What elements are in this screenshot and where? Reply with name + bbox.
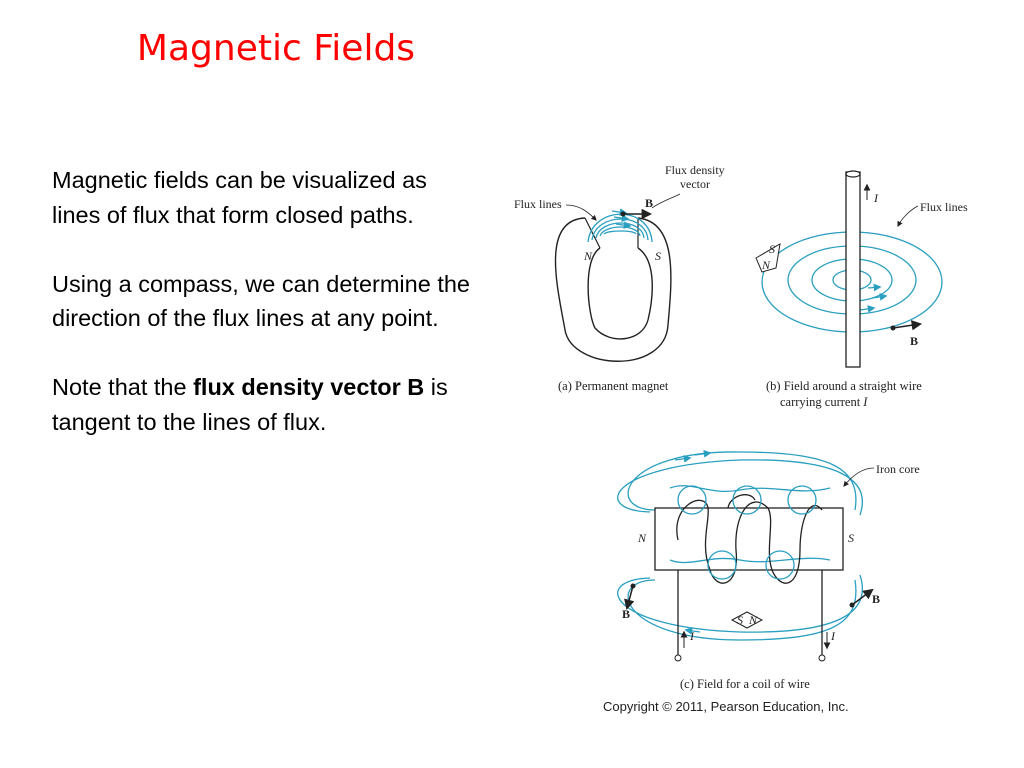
current-label-c-right: I bbox=[830, 629, 836, 643]
coil-windings bbox=[676, 494, 823, 655]
caption-b-1: (b) Field around a straight wire bbox=[766, 379, 922, 393]
flux-density-vector-b bbox=[892, 320, 923, 331]
paragraph-compass: Using a compass, we can determine the di… bbox=[52, 270, 470, 332]
caption-c: (c) Field for a coil of wire bbox=[680, 677, 810, 691]
caption-b-2: carrying current I bbox=[780, 395, 868, 409]
current-label-c-left: I bbox=[689, 629, 695, 643]
magnet-flux-lines bbox=[587, 208, 653, 243]
b-label-c-right: B bbox=[872, 592, 880, 606]
paragraph-flux-lines: Magnetic fields can be visualized as lin… bbox=[52, 167, 427, 228]
compass-c-s: S bbox=[737, 613, 743, 627]
panel-a-permanent-magnet: Flux lines Flux density vector B N S (a)… bbox=[514, 163, 725, 393]
caption-a: (a) Permanent magnet bbox=[558, 379, 669, 393]
straight-wire bbox=[845, 171, 861, 368]
flux-density-vector-c-left bbox=[624, 585, 635, 611]
slide-title: Magnetic Fields bbox=[136, 28, 416, 69]
compass-c bbox=[730, 611, 764, 629]
magnet-inner bbox=[587, 247, 653, 340]
paragraph-flux-density: Note that the flux density vector B is t… bbox=[52, 370, 472, 439]
b-label-c-left: B bbox=[622, 607, 630, 621]
s-label-a: S bbox=[655, 249, 661, 263]
magnetic-field-figure: Flux lines Flux density vector B N S (a)… bbox=[514, 163, 968, 714]
b-label-b: B bbox=[910, 334, 918, 348]
flux-lines-label-b: Flux lines bbox=[920, 200, 968, 214]
compass-b bbox=[755, 243, 781, 273]
iron-core-label: Iron core bbox=[876, 462, 920, 476]
slide-body: Magnetic fields can be visualized as lin… bbox=[52, 163, 472, 474]
flux-density-term: flux density vector B bbox=[193, 374, 425, 400]
coil-loop-flux bbox=[677, 485, 817, 580]
flux-density-vector-c-right bbox=[851, 588, 874, 606]
compass-b-n: N bbox=[761, 258, 771, 272]
flux-lines-label-a: Flux lines bbox=[514, 197, 562, 211]
paragraph3-start: Note that the bbox=[52, 374, 194, 400]
flux-density-label-1: Flux density bbox=[665, 163, 725, 177]
caption-b-current: I bbox=[862, 395, 868, 409]
copyright-notice: Copyright © 2011, Pearson Education, Inc… bbox=[603, 699, 849, 714]
compass-c-n: N bbox=[748, 613, 758, 627]
b-label-a: B bbox=[645, 196, 653, 210]
current-label-b: I bbox=[873, 191, 879, 205]
paragraph3-end: is tangent to the lines of flux. bbox=[52, 374, 448, 435]
s-label-c: S bbox=[848, 531, 854, 545]
panel-b-straight-wire: I Flux lines S N B (b) Field around a st… bbox=[755, 170, 968, 409]
panel-c-coil: S N Iron core N S B B I I (c) Field for … bbox=[617, 449, 920, 691]
n-label-a: N bbox=[583, 249, 593, 263]
compass-b-s: S bbox=[769, 242, 775, 256]
caption-b-2-text: carrying current bbox=[780, 395, 861, 409]
n-label-c: N bbox=[637, 531, 647, 545]
iron-core bbox=[654, 507, 844, 571]
flux-density-label-2: vector bbox=[680, 177, 710, 191]
magnet-outer bbox=[554, 217, 672, 362]
